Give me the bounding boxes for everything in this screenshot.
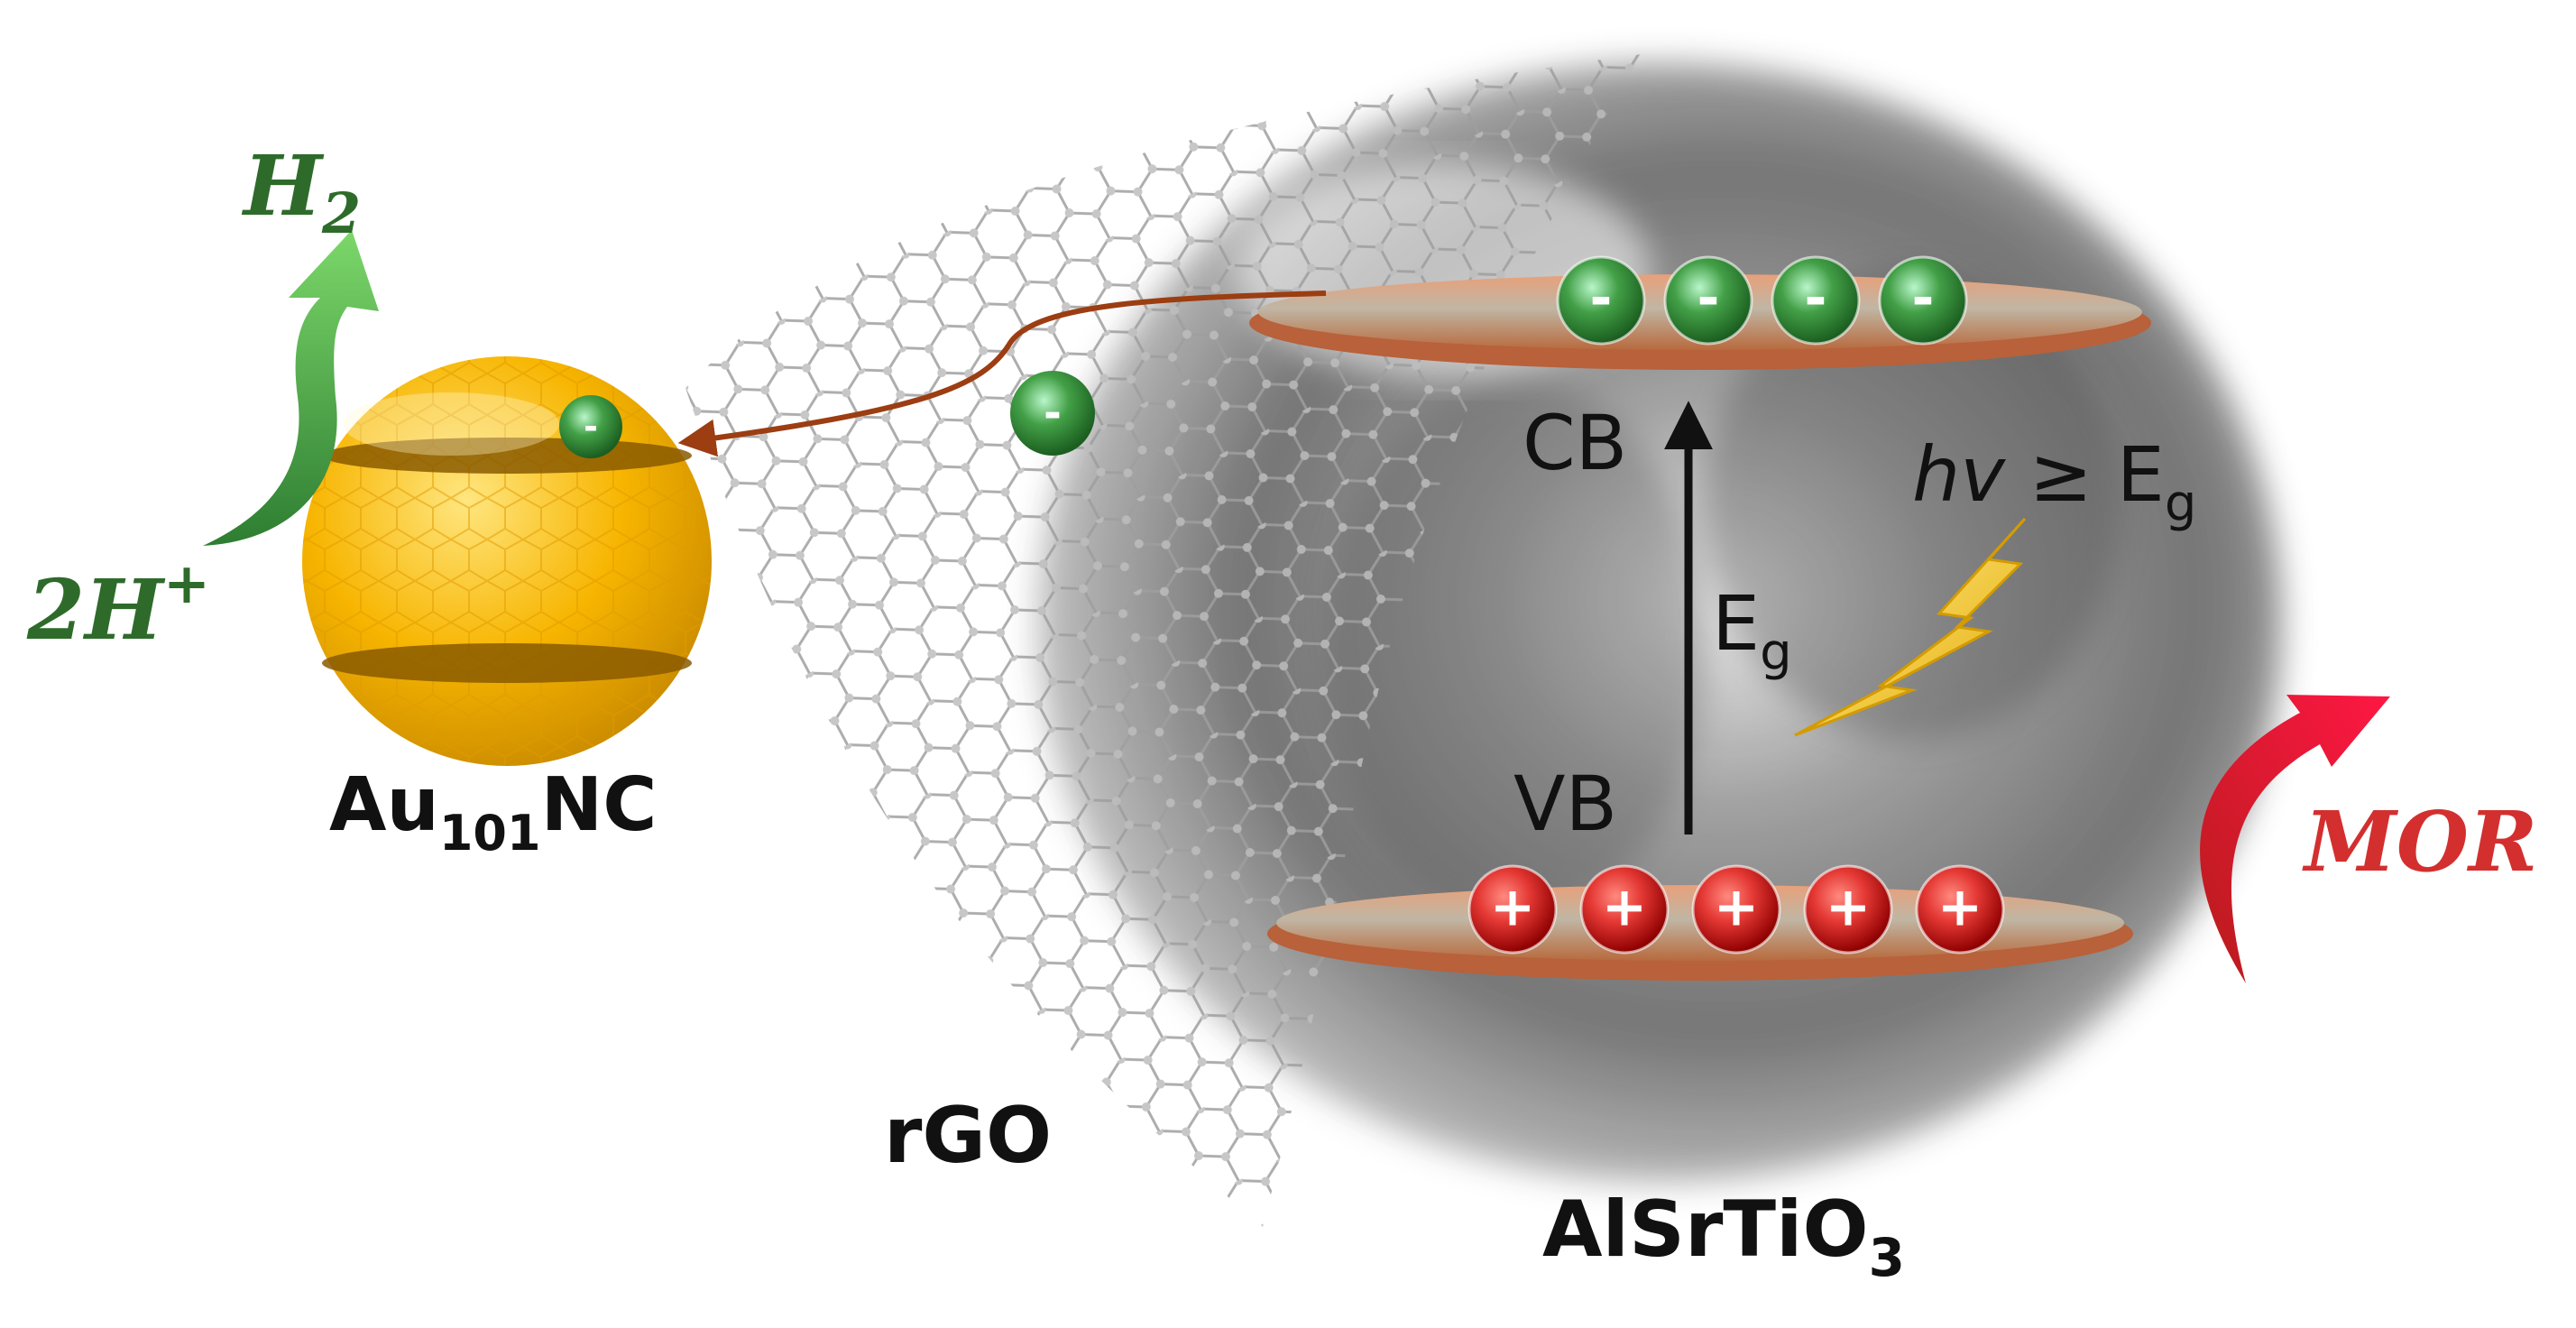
photon-energy-label: hv ≥ Eg bbox=[1912, 430, 2196, 533]
svg-text:+: + bbox=[1490, 875, 1535, 938]
svg-text:+: + bbox=[1937, 875, 1983, 938]
transferring-electron: - bbox=[1010, 371, 1095, 456]
vb-hole: + bbox=[1917, 866, 2003, 953]
h2-label: H2 bbox=[241, 137, 361, 246]
cb-electron: - bbox=[1880, 257, 1966, 344]
svg-text:-: - bbox=[1590, 266, 1613, 329]
vb-hole: + bbox=[1805, 866, 1891, 953]
vb-hole: + bbox=[1469, 866, 1556, 953]
svg-text:-: - bbox=[1912, 266, 1935, 329]
cb-label: CB bbox=[1523, 399, 1627, 487]
cb-electron: - bbox=[1558, 257, 1644, 344]
svg-text:-: - bbox=[1805, 266, 1827, 329]
svg-text:+: + bbox=[1826, 875, 1871, 938]
mor-label: MOR bbox=[2302, 793, 2537, 890]
two-h-plus-label: 2H+ bbox=[26, 550, 210, 659]
svg-text:-: - bbox=[1697, 266, 1720, 329]
vb-label: VB bbox=[1513, 760, 1617, 848]
au-nc-label: Au101NC bbox=[329, 762, 657, 862]
svg-text:-: - bbox=[1044, 388, 1062, 438]
svg-text:+: + bbox=[1714, 875, 1759, 938]
cb-electron: - bbox=[1665, 257, 1752, 344]
vb-hole: + bbox=[1693, 866, 1780, 953]
svg-text:+: + bbox=[1602, 875, 1647, 938]
vb-hole: + bbox=[1581, 866, 1668, 953]
au-electron: - bbox=[559, 395, 622, 458]
cb-electron: - bbox=[1772, 257, 1859, 344]
rgo-label: rGO bbox=[884, 1091, 1052, 1181]
alsrtio3-label: AlSrTiO3 bbox=[1542, 1185, 1905, 1288]
svg-text:-: - bbox=[584, 407, 598, 447]
au-nanocluster bbox=[302, 356, 712, 766]
